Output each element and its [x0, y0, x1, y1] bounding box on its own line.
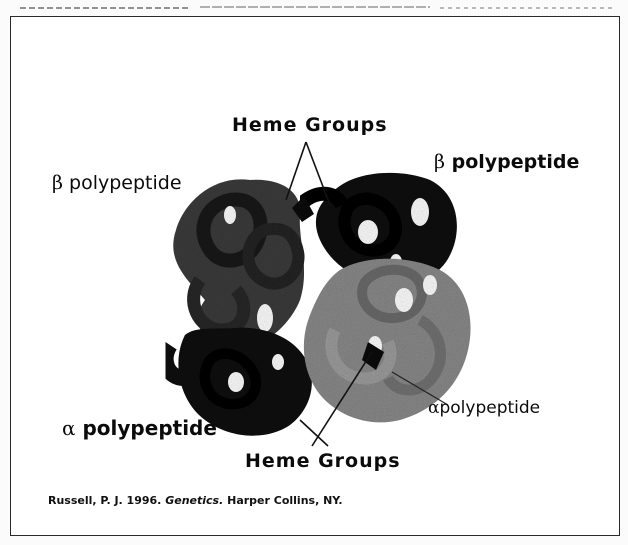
beta-symbol: β	[434, 151, 445, 173]
figure-citation: Russell, P. J. 1996. Genetics. Harper Co…	[48, 494, 343, 507]
beta-right-text: polypeptide	[452, 151, 580, 173]
alpha-symbol: α	[62, 416, 76, 440]
citation-title: Genetics.	[165, 494, 223, 507]
alpha-polypeptide-label-right: αpolypeptide	[428, 400, 540, 417]
beta-polypeptide-label-left: β polypeptide	[52, 174, 182, 193]
beta-symbol: β	[52, 172, 63, 194]
beta-left-text: polypeptide	[69, 172, 182, 194]
alpha-left-text: polypeptide	[82, 416, 216, 440]
heme-groups-label-bottom: Heme Groups	[245, 452, 401, 471]
heme-groups-label-top: Heme Groups	[232, 116, 388, 135]
beta-chain-left	[173, 179, 304, 348]
citation-publisher: Harper Collins, NY.	[227, 494, 343, 507]
alpha-symbol: α	[428, 398, 439, 418]
beta-polypeptide-label-right: β polypeptide	[434, 153, 579, 172]
alpha-right-text: polypeptide	[439, 398, 540, 418]
citation-authors: Russell, P. J. 1996.	[48, 494, 161, 507]
alpha-polypeptide-label-left: α polypeptide	[62, 418, 217, 438]
